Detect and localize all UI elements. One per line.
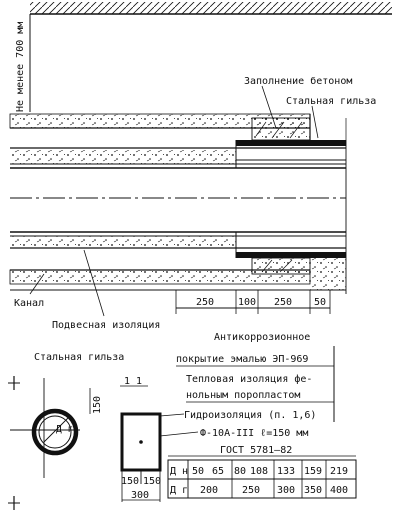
dim-50: 50 xyxy=(314,297,326,308)
table-cell-r2-3: 300 xyxy=(277,485,295,496)
upper-insulation-left xyxy=(10,150,236,164)
section-view-dot xyxy=(139,440,143,444)
note-rebar-leader xyxy=(159,431,199,437)
concrete-fill-label: Заполнение бетоном xyxy=(244,75,352,87)
table-cell-r1-2: 65 xyxy=(212,466,224,477)
suspended-insulation-label: Подвесная изоляция xyxy=(52,320,160,331)
lower-channel-slab xyxy=(9,269,311,285)
note-gost: ГОСТ 5781—82 xyxy=(220,445,292,456)
ring-diameter-label: Д г xyxy=(56,424,73,435)
insulation-leader xyxy=(83,249,105,317)
dim-150-b: 150 xyxy=(143,476,161,487)
dim-150-vertical: 150 xyxy=(92,396,103,414)
channel-leader xyxy=(29,273,45,295)
table-cell-r2-2: 250 xyxy=(242,485,260,496)
table-cell-r1-6: 159 xyxy=(304,466,322,477)
upper-concrete-hatch-2 xyxy=(271,121,285,139)
channel-label: Канал xyxy=(14,298,44,309)
table-cell-r1-5: 133 xyxy=(277,466,295,477)
note-anticorrosion-2: покрытие эмалью ЭП-969 xyxy=(176,354,308,365)
note-anticorrosion-1: Антикоррозионное xyxy=(214,332,310,343)
upper-concrete-hatch-1 xyxy=(255,121,267,137)
table-cell-r2-5: 400 xyxy=(330,485,348,496)
note-thermal-1: Тепловая изоляция фе- xyxy=(186,373,312,385)
depth-label: Не менее 700 мм xyxy=(15,22,26,112)
dim-250-left: 250 xyxy=(196,297,214,308)
steel-sleeve-detail-title: Стальная гильза xyxy=(34,352,124,363)
lower-insulation-left xyxy=(10,236,236,248)
dim-100: 100 xyxy=(238,297,256,308)
steel-sleeve-label: Стальная гильза xyxy=(286,96,376,107)
sleeve-ring-inner xyxy=(38,415,72,449)
dim-250-right: 250 xyxy=(274,297,292,308)
ground-hatch xyxy=(30,2,392,14)
table-cell-r1-7: 219 xyxy=(330,466,348,477)
table-row1-symbol: Д н xyxy=(170,466,188,477)
table-cell-r1-4: 108 xyxy=(250,466,268,477)
note-leader-sleeve xyxy=(159,413,185,417)
ring-diameter-leader xyxy=(43,417,69,443)
table-cell-r1-3: 80 xyxy=(234,466,246,477)
dim-150-a: 150 xyxy=(121,476,139,487)
note-thermal-2: нольным поропластом xyxy=(186,390,300,401)
sleeve-ring-outer xyxy=(31,408,79,456)
lower-sleeve-wall xyxy=(236,252,346,258)
upper-concrete-hatch-3 xyxy=(289,121,303,139)
lower-ground-fill xyxy=(310,258,346,290)
note-waterproofing: Гидроизоляция (п. 1,6) xyxy=(184,410,316,421)
steel-sleeve-leader xyxy=(311,105,319,139)
table-row2-symbol: Д г xyxy=(170,485,188,496)
dim-300: 300 xyxy=(131,490,149,501)
section-mark-label: 1 1 xyxy=(124,376,142,387)
table-cell-r2-1: 200 xyxy=(200,485,218,496)
table-cell-r1-1: 50 xyxy=(192,466,204,477)
diameter-table: Д н Д г 50 65 80 108 133 159 219 200 250… xyxy=(167,459,357,499)
table-cell-r2-4: 350 xyxy=(304,485,322,496)
upper-sleeve-wall xyxy=(236,140,346,146)
note-rebar: Ф-10А-III ℓ=150 мм xyxy=(200,428,308,439)
